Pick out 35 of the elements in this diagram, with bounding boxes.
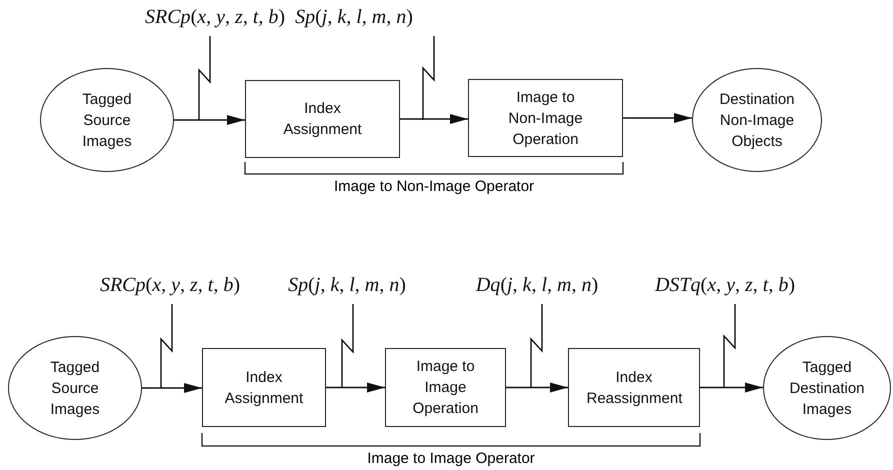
leader-line (198, 36, 211, 120)
node-label: Tagged Destination Images (788, 358, 866, 420)
bracket-label: Image to Non-Image Operator (334, 178, 534, 196)
node-label: Image to Image Operation (412, 357, 480, 419)
arrow (174, 115, 245, 125)
signal-label: SRCp(x, y, z, t, b) (145, 4, 285, 30)
node-label: Index Assignment (282, 99, 363, 140)
bracket-label: Image to Image Operator (367, 450, 535, 468)
arrow (142, 383, 202, 393)
node-label: Index Assignment (224, 368, 304, 408)
arrow (326, 382, 385, 392)
leader-line (422, 36, 435, 120)
node-label: Tagged Source Images (81, 90, 133, 152)
signal-label: Sp(j, k, l, m, n) (294, 4, 414, 30)
signal-label: DSTq(x, y, z, t, b) (640, 272, 810, 298)
arrow (700, 382, 763, 392)
process-box (385, 348, 506, 427)
process-box (202, 348, 326, 427)
signal-label: Dq(j, k, l, m, n) (462, 272, 612, 298)
leader-line (341, 304, 354, 388)
leader-line (723, 304, 736, 388)
signal-label: SRCp(x, y, z, t, b) (90, 272, 250, 298)
node-label: Destination Non-Image Objects (718, 90, 796, 152)
process-box (468, 79, 623, 157)
signal-label: Sp(j, k, l, m, n) (272, 272, 422, 298)
process-box (568, 348, 700, 427)
node-label: Index Reassignment (586, 368, 682, 408)
node-label: Tagged Source Images (49, 358, 101, 420)
node-label: Image to Non-Image Operation (507, 88, 584, 150)
process-box (245, 80, 400, 158)
leader-line (160, 304, 173, 388)
leader-line (530, 304, 543, 388)
arrow (506, 382, 568, 392)
arrow (623, 113, 692, 123)
arrow (400, 114, 468, 124)
